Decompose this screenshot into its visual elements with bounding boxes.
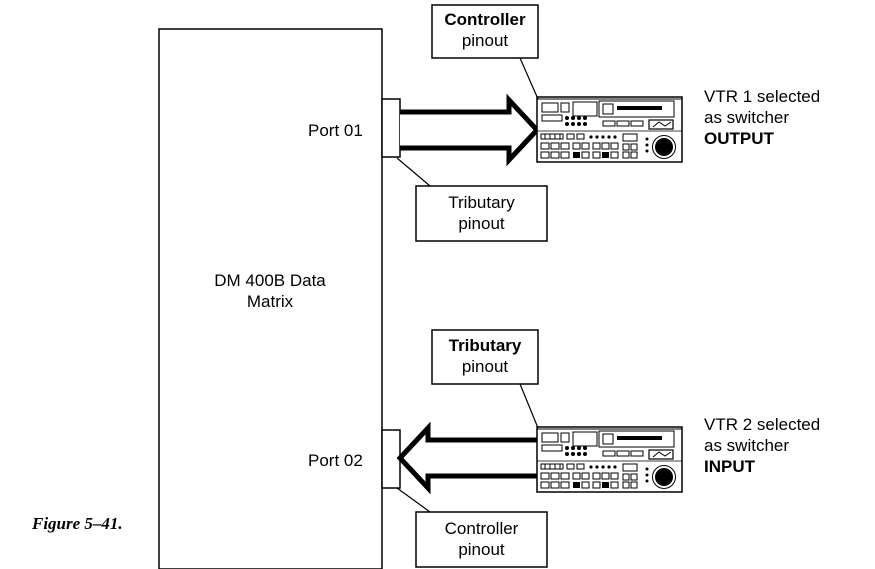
vtr-2-line3: INPUT [704, 457, 755, 476]
callout-box-bottom-tributary [431, 329, 539, 385]
vtr-2-line1: VTR 2 selected [704, 415, 821, 434]
bottom-controller-pinout-word: pinout [458, 540, 505, 559]
matrix-label: DM 400B Data Matrix [180, 270, 360, 312]
bottom-controller-pinout-label: Controller pinout [416, 518, 547, 560]
top-tributary-pinout-label: Tributary pinout [416, 192, 547, 234]
top-tributary-word: Tributary [448, 193, 515, 212]
vtr-1-description: VTR 1 selected as switcher OUTPUT [704, 86, 820, 149]
vtr-1-line2: as switcher [704, 108, 790, 127]
port-02-label: Port 02 [308, 451, 363, 470]
top-controller-pinout-label: Controller pinout [432, 9, 538, 51]
figure-caption: Figure 5–41. [32, 514, 123, 533]
bottom-tributary-pinout-word: pinout [461, 357, 509, 376]
leader-line [519, 383, 539, 429]
bottom-tributary-word: Tributary [448, 336, 522, 355]
callout-box-top-controller [431, 4, 539, 59]
leader-line [396, 157, 431, 187]
bottom-controller-word: Controller [444, 519, 519, 538]
output-arrow [400, 93, 541, 167]
port-01-connector [381, 98, 401, 158]
vtr-2-deck [536, 426, 683, 493]
leader-line [396, 487, 431, 513]
top-controller-pinout-word: pinout [461, 31, 509, 50]
top-controller-word: Controller [444, 10, 526, 29]
port-02-connector [381, 429, 401, 489]
input-arrow [396, 421, 537, 495]
vtr-1-line1: VTR 1 selected [704, 87, 821, 106]
matrix-label-line1: DM 400B Data [214, 271, 326, 290]
vtr-1-deck [536, 96, 683, 163]
bottom-tributary-pinout-label: Tributary pinout [432, 335, 538, 377]
port-01-label: Port 01 [308, 121, 363, 140]
vtr-2-description: VTR 2 selected as switcher INPUT [704, 414, 820, 477]
vtr-1-line3: OUTPUT [704, 129, 774, 148]
matrix-label-line2: Matrix [246, 292, 294, 311]
callout-box-bottom-controller [415, 511, 548, 568]
vtr-2-line2: as switcher [704, 436, 790, 455]
callout-box-top-tributary [415, 185, 548, 242]
data-matrix-box [158, 28, 383, 569]
top-tributary-pinout-word: pinout [458, 214, 505, 233]
leader-line [519, 57, 539, 100]
